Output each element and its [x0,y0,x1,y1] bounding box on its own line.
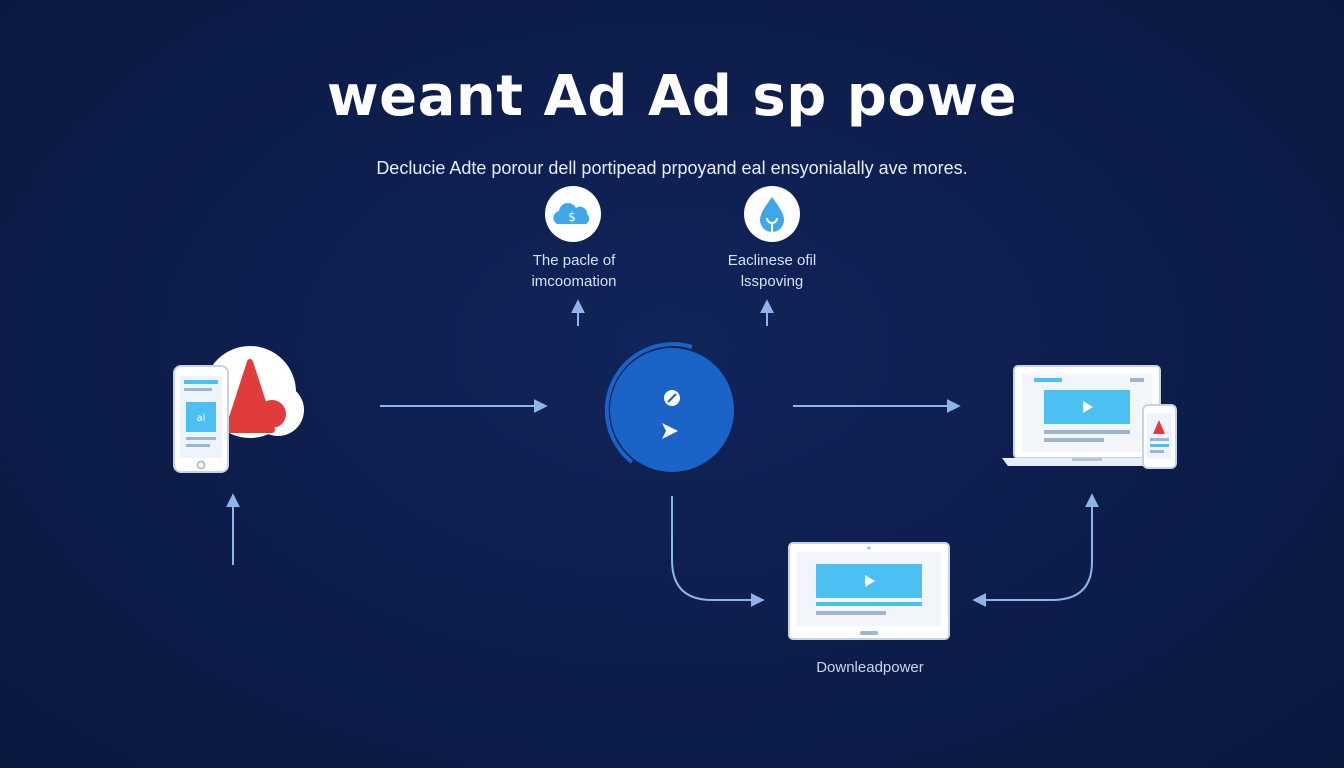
node-label-download: Downleadpower [816,659,924,676]
node-label-improving: Eaclinese ofil lsspoving [694,250,850,292]
label-line: Eaclinese ofil [727,252,817,269]
node-label-information: The pacle of imcoomation [499,250,649,292]
cloud-dollar-icon: $ [545,186,601,242]
label-line: lsspoving [740,273,804,290]
smartphone-icon [1142,404,1177,469]
arrow-curve-up [972,493,1099,607]
label-line: The pacle of [532,252,616,269]
diagram-subtitle: Declucie Adte porour dell portipead prpo… [376,158,968,178]
smartphone-icon: al [173,365,229,473]
monitor-icon [788,542,950,640]
laptop-icon [1002,365,1172,466]
drop-icon [744,186,800,242]
label-line: imcoomation [531,273,617,290]
arrow-curve-down [671,496,765,607]
svg-text:$: $ [568,210,576,224]
central-hub-icon [604,342,734,472]
diagram-title: weant Ad Ad sp powe [326,64,1018,129]
phone-screen-text: al [197,413,206,424]
